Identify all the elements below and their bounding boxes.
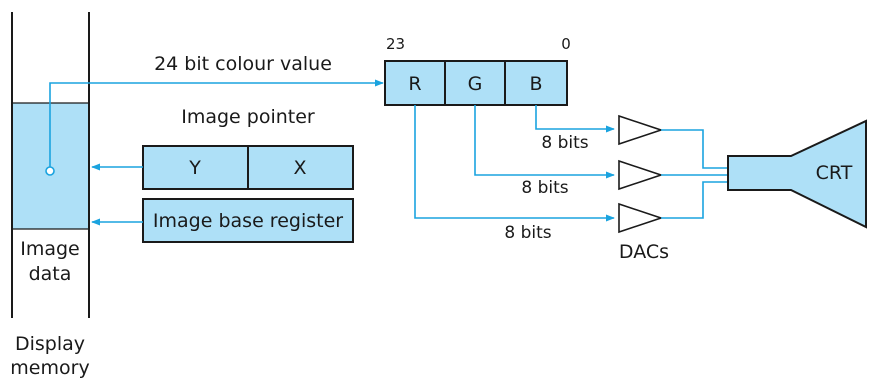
- rgb-register: 23 0 R G B: [384, 35, 571, 106]
- image-pointer-label: Image pointer: [181, 106, 315, 128]
- dac-r-triangle: [618, 202, 664, 234]
- image-data-label-line1: Image: [20, 238, 80, 260]
- display-memory-label-line1: Display: [15, 333, 85, 355]
- dac-b-triangle: [618, 114, 664, 146]
- bit-low-label: 0: [561, 35, 571, 53]
- g-channel-bits-label: 8 bits: [521, 178, 568, 198]
- image-data-label-line2: data: [29, 263, 72, 285]
- dacs-label: DACs: [619, 241, 669, 263]
- b-field-label: B: [529, 73, 542, 95]
- image-base-register: [142, 198, 354, 243]
- r-channel-arrow: [414, 105, 615, 222]
- y-field-label: Y: [188, 157, 201, 179]
- x-field-label: X: [293, 157, 306, 179]
- colour-value-label: 24 bit colour value: [154, 53, 332, 75]
- dac-r-wire: [661, 181, 728, 219]
- b-channel-arrow: [535, 105, 615, 133]
- r-channel-bits-label: 8 bits: [504, 223, 551, 243]
- b-channel-bits-label: 8 bits: [541, 133, 588, 153]
- image-pointer: Image pointer Y X: [91, 106, 354, 190]
- display-memory-label-line2: memory: [10, 357, 89, 378]
- dac-to-crt-wires: [661, 129, 728, 219]
- g-field-label: G: [468, 73, 483, 95]
- g-channel-arrow: [474, 105, 615, 179]
- display-memory: Image data Display memory: [10, 12, 90, 378]
- bit-high-label: 23: [386, 35, 405, 53]
- r-field-label: R: [408, 73, 421, 95]
- channel-wires: 8 bits 8 bits 8 bits: [414, 105, 615, 243]
- dac-g-triangle: [618, 159, 664, 191]
- memory-pixel-dot: [45, 166, 55, 176]
- image-base: Image base register: [91, 198, 354, 243]
- image-base-register-label: Image base register: [153, 210, 343, 232]
- rgb-register-box: [384, 60, 568, 106]
- colour-value-arrow: [49, 79, 384, 167]
- crt: CRT: [727, 119, 867, 229]
- dacs: DACs: [618, 114, 669, 263]
- crt-shape: [727, 119, 867, 229]
- colour-value-path: 24 bit colour value: [45, 53, 384, 176]
- crt-label: CRT: [816, 162, 853, 184]
- dac-b-wire: [661, 129, 728, 169]
